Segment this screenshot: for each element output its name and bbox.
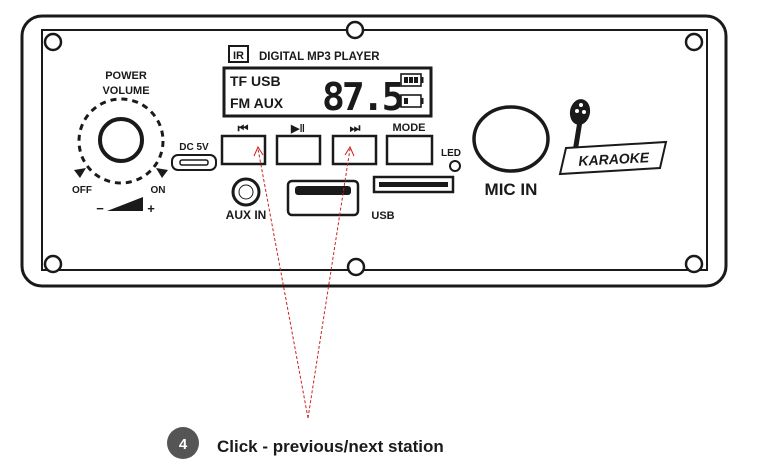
volume-label-line1: POWER [105,70,147,82]
play-pause-button[interactable] [275,134,322,166]
mode-label: MODE [393,122,426,134]
on-label: ON [151,185,166,196]
led-indicator [449,160,461,172]
off-label: OFF [72,185,92,196]
sd-card-slot-opening [379,182,448,187]
play-pause-icon: ▶‖ [290,123,305,135]
mic-label: MIC IN [485,180,538,199]
aux-jack-inner [238,184,254,200]
screw-hole [346,257,366,277]
lcd-line1: TF USB [230,73,281,89]
lcd-display [222,66,433,118]
off-arrow-icon [74,168,86,178]
screw-hole [684,32,704,52]
minus-label: − [96,201,104,216]
arrow-to-previous [257,148,309,419]
skip-previous-icon: ⏮ [238,121,249,135]
dc-port-slot [179,159,209,166]
mic-in-jack[interactable] [472,105,550,173]
step-number-badge [167,427,199,459]
karaoke-label: KARAOKE [578,149,650,169]
mode-button[interactable] [385,134,434,166]
screw-hole [684,254,704,274]
ir-badge-label: IR [233,50,244,62]
battery-full-icon [400,73,424,87]
callout-text: Click - previous/next station [217,437,444,456]
button-mode-group: MODE [385,122,434,166]
karaoke-logo: KARAOKE [558,99,668,176]
on-arrow-icon [156,168,168,178]
volume-knob-dashed-ring [77,97,165,185]
callout-arrows [253,145,355,419]
power-volume-knob[interactable] [98,117,144,163]
arrow-head-previous [253,145,264,157]
usb-label: USB [371,210,394,222]
panel-inner-frame [41,29,708,271]
lcd-frequency: 87.5 [322,75,403,119]
next-button[interactable] [331,134,378,166]
dc-label: DC 5V [179,142,209,153]
aux-label: AUX IN [226,208,267,222]
button-next-group: ⏭ [331,121,378,166]
volume-label-line2: VOLUME [102,85,149,97]
screw-hole [345,20,365,40]
screw-hole [43,32,63,52]
screw-holes [43,20,704,277]
battery-low-icon [400,94,424,108]
arrow-to-next [307,148,351,419]
usb-port-slot [295,186,351,195]
volume-wedge-icon [107,197,143,211]
screw-hole [43,254,63,274]
step-number: 4 [179,436,188,453]
panel-title: DIGITAL MP3 PLAYER [259,51,380,63]
ir-badge [228,45,249,63]
lcd-line2: FM AUX [230,95,284,111]
plus-label: + [147,201,155,216]
karaoke-banner [558,140,668,176]
button-play-pause-group: ▶‖ [275,123,322,166]
skip-next-icon: ⏭ [350,121,361,135]
arrow-head-next [344,145,355,157]
led-label: LED [441,148,461,159]
